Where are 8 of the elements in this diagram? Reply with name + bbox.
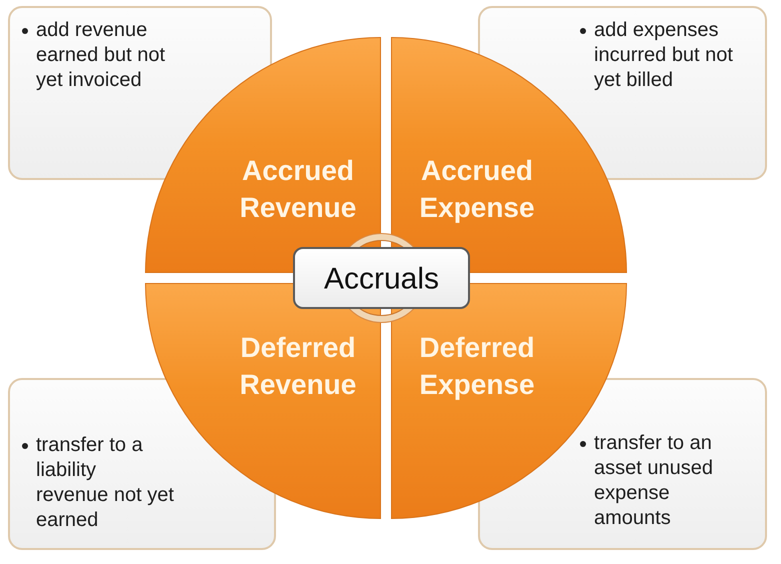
segment-title: Deferred Expense bbox=[418, 331, 536, 402]
note-text: add expenses incurred but not yet billed bbox=[594, 18, 734, 93]
segment-title: Accrued Revenue bbox=[238, 154, 358, 225]
segment-title: Accrued Expense bbox=[418, 154, 536, 225]
note-text: add revenue earned but not yet invoiced bbox=[36, 18, 166, 93]
note-text: transfer to a liability revenue not yet earned bbox=[36, 433, 175, 533]
segment-title: Deferred Revenue bbox=[238, 331, 358, 402]
note-text: transfer to an asset unused expense amounts bbox=[594, 431, 714, 531]
